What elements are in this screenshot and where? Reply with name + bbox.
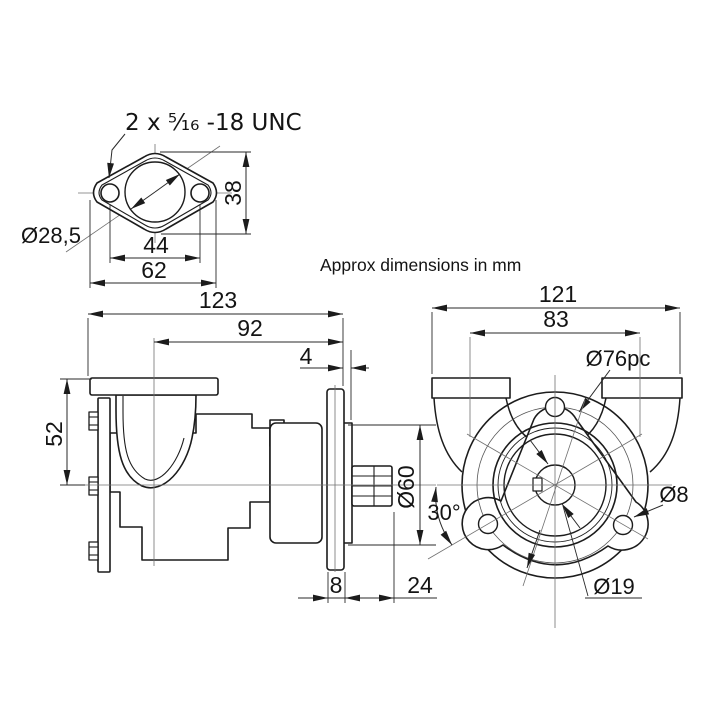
overall-length-value: 123 bbox=[199, 287, 237, 313]
dimension-bolt-angle: 30° bbox=[427, 486, 461, 546]
dimension-flange-height: 38 bbox=[160, 151, 251, 235]
side-shaft bbox=[351, 465, 393, 507]
dimension-boss-width: 4 bbox=[300, 343, 369, 420]
shaft-keyway bbox=[532, 477, 543, 492]
port-spacing-value: 83 bbox=[543, 306, 569, 332]
dimension-port-spacing: 83 bbox=[470, 306, 640, 337]
bore-diameter-label: Ø28,5 bbox=[21, 223, 81, 248]
front-diagonal-centerline-left bbox=[427, 433, 643, 560]
dimension-pitch-circle: Ø76pc bbox=[522, 346, 651, 587]
dimension-port-to-rear: 92 bbox=[154, 315, 343, 346]
side-bearing-housing bbox=[269, 422, 323, 544]
dimension-flange-width: 62 bbox=[89, 200, 217, 288]
pitch-circle-value: Ø76pc bbox=[586, 346, 651, 371]
pump-front-view: 121 83 Ø76pc Ø19 Ø8 30° bbox=[427, 281, 689, 628]
units-note: Approx dimensions in mm bbox=[320, 255, 521, 275]
thread-callout-label: 2 x ⁵⁄₁₆ -18 UNC bbox=[125, 110, 302, 136]
side-volute-inner-wall bbox=[122, 396, 185, 481]
left-port-outer-wall bbox=[433, 397, 463, 473]
flange-thickness-value: 8 bbox=[330, 572, 343, 598]
flange-bolt-hole-left bbox=[100, 183, 120, 203]
dimension-overall-length: 123 bbox=[87, 287, 344, 386]
dimension-bearing-diameter: Ø60 bbox=[348, 424, 436, 546]
dimension-bolt-hole: Ø8 bbox=[633, 482, 689, 518]
flange-width-value: 62 bbox=[141, 257, 167, 283]
flange-bore-circle bbox=[124, 161, 186, 223]
side-mount-flange-disc bbox=[326, 388, 345, 571]
boss-width-value: 4 bbox=[300, 343, 313, 369]
dimension-flange-thickness-and-shaft: 8 24 bbox=[298, 512, 437, 603]
front-bolt-hole-right bbox=[612, 514, 634, 536]
front-diagonal-centerline-right bbox=[466, 433, 649, 540]
right-port-outer-wall bbox=[649, 397, 681, 473]
front-right-port-flange bbox=[601, 377, 683, 399]
bolt-hole-value: Ø8 bbox=[659, 482, 688, 507]
flange-inner-outline bbox=[98, 157, 212, 229]
bolt-angle-value: 30° bbox=[427, 500, 460, 525]
dimension-front-overall-width: 121 bbox=[431, 281, 681, 374]
thread-callout-leader bbox=[107, 133, 126, 179]
pump-side-view: 123 92 4 52 Ø60 bbox=[41, 287, 437, 603]
flange-height-value: 38 bbox=[220, 180, 246, 206]
bore-arrow-lower bbox=[130, 191, 156, 210]
side-volute-neck bbox=[115, 394, 197, 489]
port-flange-detail-view: 2 x ⁵⁄₁₆ -18 UNC Ø28,5 44 62 38 bbox=[21, 110, 302, 288]
dimension-hole-spacing: 44 bbox=[109, 204, 201, 263]
flange-to-center-value: 52 bbox=[41, 421, 67, 447]
dimension-flange-to-center: 52 bbox=[41, 378, 92, 486]
front-left-port-flange bbox=[431, 377, 511, 399]
side-hex-bolts bbox=[88, 411, 99, 561]
shaft-length-value: 24 bbox=[407, 572, 433, 598]
flange-bolt-hole-right bbox=[190, 183, 210, 203]
shaft-diameter-value: Ø19 bbox=[593, 574, 635, 599]
hole-spacing-value: 44 bbox=[143, 232, 169, 258]
bore-arrow-upper bbox=[154, 173, 181, 193]
bearing-diameter-value: Ø60 bbox=[393, 465, 419, 508]
front-overall-width-value: 121 bbox=[539, 281, 577, 307]
dimension-shaft-diameter: Ø19 bbox=[529, 439, 642, 599]
port-to-rear-value: 92 bbox=[237, 315, 263, 341]
